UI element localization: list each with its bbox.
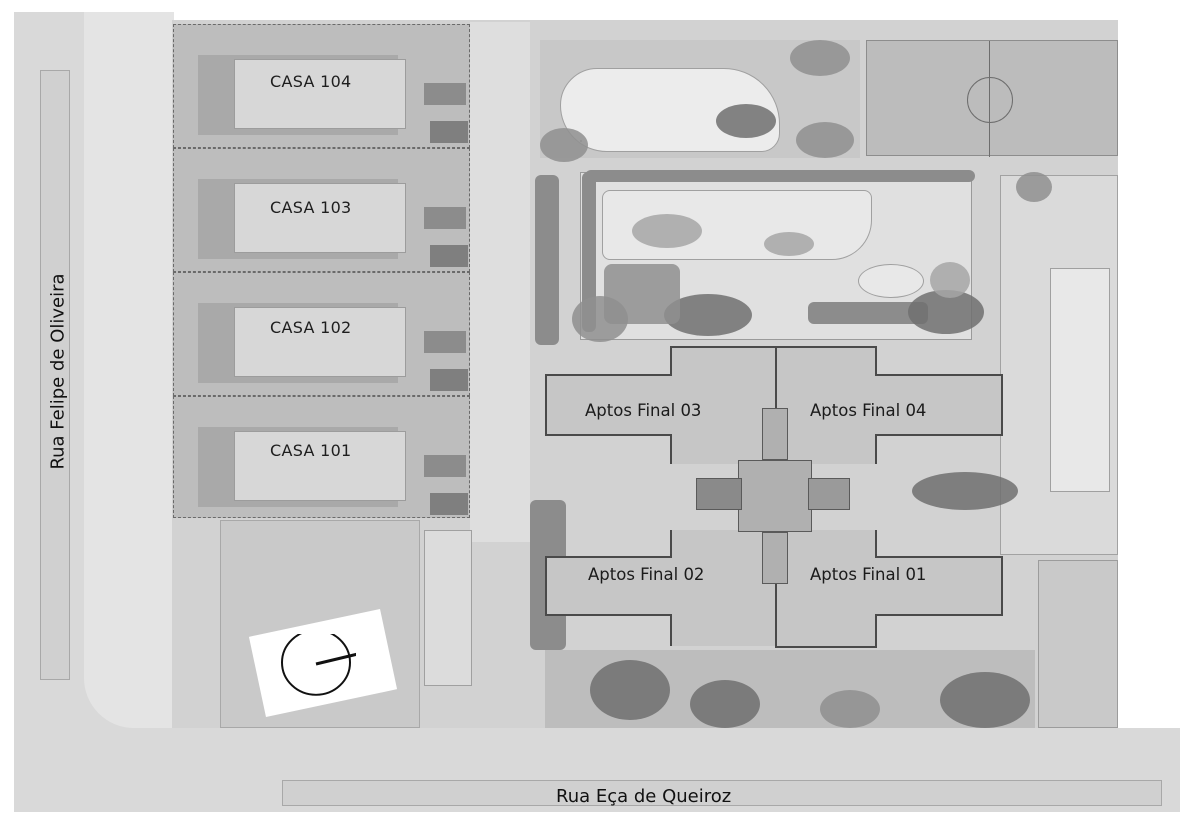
tree bbox=[716, 104, 776, 138]
tree bbox=[820, 690, 880, 728]
unit-label-final-01: Aptos Final 01 bbox=[810, 565, 927, 584]
house-lot-104: CASA 104 bbox=[173, 24, 470, 148]
bottom-street-strip bbox=[282, 780, 1162, 806]
house-label: CASA 103 bbox=[270, 198, 352, 217]
tree bbox=[796, 122, 854, 158]
tree bbox=[590, 660, 670, 720]
garden-bed bbox=[764, 232, 814, 256]
tree bbox=[604, 264, 680, 324]
stair-left bbox=[696, 478, 742, 510]
garden-bed bbox=[632, 214, 702, 248]
tree bbox=[580, 140, 582, 142]
lower-left-blocks bbox=[424, 530, 472, 686]
hedge-left bbox=[535, 175, 559, 345]
house-label: CASA 104 bbox=[270, 72, 352, 91]
hedge-pool-left bbox=[582, 172, 596, 332]
bottom-right-area bbox=[1038, 560, 1118, 728]
oval-garden bbox=[912, 472, 1018, 510]
tree bbox=[690, 680, 760, 728]
house-lot-101: CASA 101 bbox=[173, 396, 470, 518]
house-label: CASA 101 bbox=[270, 441, 352, 460]
elevator-top bbox=[762, 408, 788, 460]
tree bbox=[790, 40, 850, 76]
street-name-left: Rua Felipe de Oliveira bbox=[47, 273, 69, 470]
house-label: CASA 102 bbox=[270, 318, 352, 337]
kids-pool bbox=[858, 264, 924, 298]
elevator-bottom bbox=[762, 532, 788, 584]
stair-right bbox=[808, 478, 850, 510]
street-corner-area bbox=[84, 12, 174, 728]
tree bbox=[1016, 172, 1052, 202]
hedge-mid bbox=[808, 302, 928, 324]
court-midline bbox=[989, 41, 990, 157]
driveway bbox=[470, 22, 530, 542]
sports-court bbox=[866, 40, 1118, 157]
unit-label-final-02: Aptos Final 02 bbox=[588, 565, 705, 584]
house-lot-103: CASA 103 bbox=[173, 148, 470, 272]
north-compass-icon bbox=[281, 634, 356, 696]
hedge-pool-top bbox=[585, 170, 975, 182]
street-name-bottom: Rua Eça de Queiroz bbox=[556, 786, 732, 807]
unit-label-final-04: Aptos Final 04 bbox=[810, 401, 927, 420]
court-center-circle bbox=[967, 77, 1013, 123]
house-lot-102: CASA 102 bbox=[173, 272, 470, 396]
tree bbox=[940, 672, 1030, 728]
tree bbox=[540, 128, 588, 162]
tower-core bbox=[738, 460, 812, 532]
left-street-strip bbox=[40, 70, 70, 680]
lap-pool bbox=[1050, 268, 1110, 492]
tree bbox=[930, 262, 970, 298]
unit-label-final-03: Aptos Final 03 bbox=[585, 401, 702, 420]
